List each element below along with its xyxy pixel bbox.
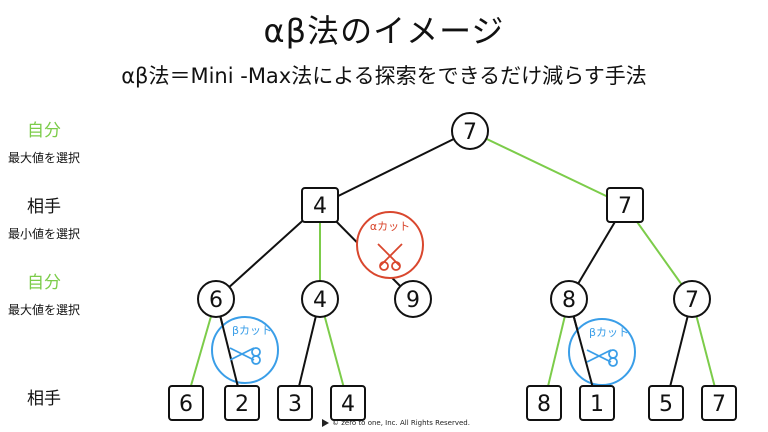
node-leaf2-value: 2: [235, 392, 249, 417]
node-ll-value: 6: [209, 288, 223, 313]
node-leaf7: [648, 385, 684, 421]
node-root-value: 7: [463, 120, 477, 145]
node-leaf1-value: 6: [179, 392, 193, 417]
node-leaf3: [277, 385, 313, 421]
edge-root-left: [319, 130, 471, 206]
node-lr-value: 9: [406, 288, 420, 313]
node-ll: [197, 280, 235, 318]
node-leaf4: [330, 385, 366, 421]
alpha-cut-marker: αカット: [356, 211, 424, 279]
node-leaf3-value: 3: [288, 392, 302, 417]
page-subtitle: αβ法＝Mini -Max法による探索をできるだけ減らす手法: [121, 64, 647, 88]
node-leaf5: [526, 385, 562, 421]
node-root: [451, 112, 489, 150]
beta-cut-marker-right: βカット: [568, 298, 636, 404]
level-2-label: 相手 最小値を選択: [0, 192, 88, 242]
scissors-icon: [586, 349, 618, 367]
level-3-rule: 最大値を選択: [7, 303, 80, 317]
beta-cut-label-left: βカット: [232, 324, 272, 337]
play-logo-icon: [322, 419, 329, 427]
node-lm-value: 4: [313, 288, 327, 313]
node-leaf6: [579, 385, 615, 421]
node-leaf2: [224, 385, 260, 421]
copyright-text: © zero to one, Inc. All Rights Reserved.: [332, 419, 470, 427]
node-leaf4-value: 4: [341, 392, 355, 417]
node-rl: [550, 280, 588, 318]
node-rl-value: 8: [562, 288, 576, 313]
scissors-icon: [377, 243, 403, 271]
node-rr-value: 7: [685, 288, 699, 313]
beta-cut-marker-left: βカット: [211, 298, 279, 404]
node-right: [606, 187, 644, 223]
beta-cut-label-right: βカット: [589, 326, 629, 339]
node-leaf8: [701, 385, 737, 421]
level-1-label: 自分 最大値を選択: [0, 116, 88, 166]
level-1-player: 自分: [27, 121, 61, 141]
level-2-player: 相手: [27, 197, 61, 217]
level-3-player: 自分: [27, 273, 61, 293]
level-4-label: 相手: [0, 384, 88, 409]
node-lr: [394, 280, 432, 318]
node-rr: [673, 280, 711, 318]
node-right-value: 7: [618, 194, 632, 219]
node-leaf6-value: 1: [590, 392, 604, 417]
page-title: αβ法のイメージ: [263, 12, 505, 50]
scissors-icon: [229, 347, 261, 365]
level-1-rule: 最大値を選択: [7, 151, 80, 165]
node-leaf5-value: 8: [537, 392, 551, 417]
copyright-footer: © zero to one, Inc. All Rights Reserved.: [322, 419, 470, 427]
node-lm: [301, 280, 339, 318]
level-2-rule: 最小値を選択: [7, 227, 80, 241]
alpha-cut-label: αカット: [370, 220, 410, 233]
node-leaf7-value: 5: [659, 392, 673, 417]
node-leaf8-value: 7: [712, 392, 726, 417]
node-left: [301, 187, 339, 223]
node-left-value: 4: [313, 194, 327, 219]
level-4-player: 相手: [27, 389, 61, 409]
edge-root-right: [469, 130, 626, 206]
level-3-label: 自分 最大値を選択: [0, 268, 88, 318]
node-leaf1: [168, 385, 204, 421]
